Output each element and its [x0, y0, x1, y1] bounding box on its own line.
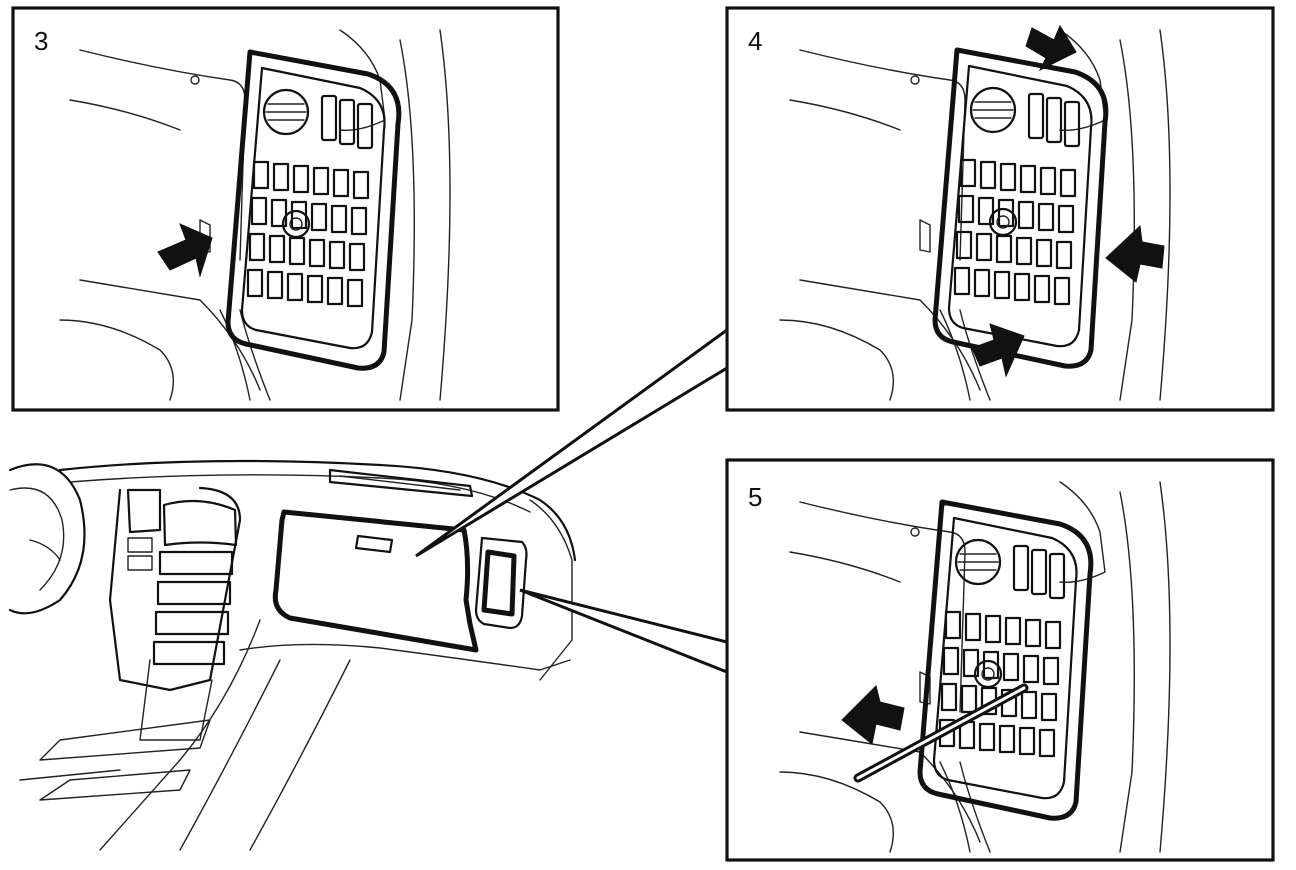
leader-to-panel-5 — [519, 588, 729, 675]
leader-to-panel-4 — [415, 327, 729, 558]
panel-3: 3 — [11, 6, 560, 412]
glovebox-handle — [354, 534, 394, 554]
leader-lines — [415, 327, 729, 675]
panel-5-frame — [725, 458, 1275, 862]
steering-wheel — [8, 463, 86, 615]
panel-4-arrow-right — [1105, 224, 1165, 283]
panel-4-label: 4 — [748, 26, 762, 56]
panel-3-arrow — [157, 223, 213, 278]
panel-4: 4 — [725, 6, 1275, 412]
panel-4-arrow-top — [1025, 24, 1077, 72]
panel-5-label: 5 — [748, 482, 762, 512]
fuse-box-location-outer — [474, 536, 528, 630]
center-console — [19, 486, 261, 851]
panel-5-arrow — [841, 685, 905, 745]
panel-5: 5 — [725, 458, 1275, 862]
glovebox-outline — [272, 509, 479, 653]
fuse-box-location-inner — [481, 549, 517, 617]
panel-4-arrow-bottom — [971, 323, 1025, 378]
panel-3-label: 3 — [34, 26, 48, 56]
defroster-vent — [328, 468, 474, 498]
dashboard-overview — [8, 459, 577, 851]
